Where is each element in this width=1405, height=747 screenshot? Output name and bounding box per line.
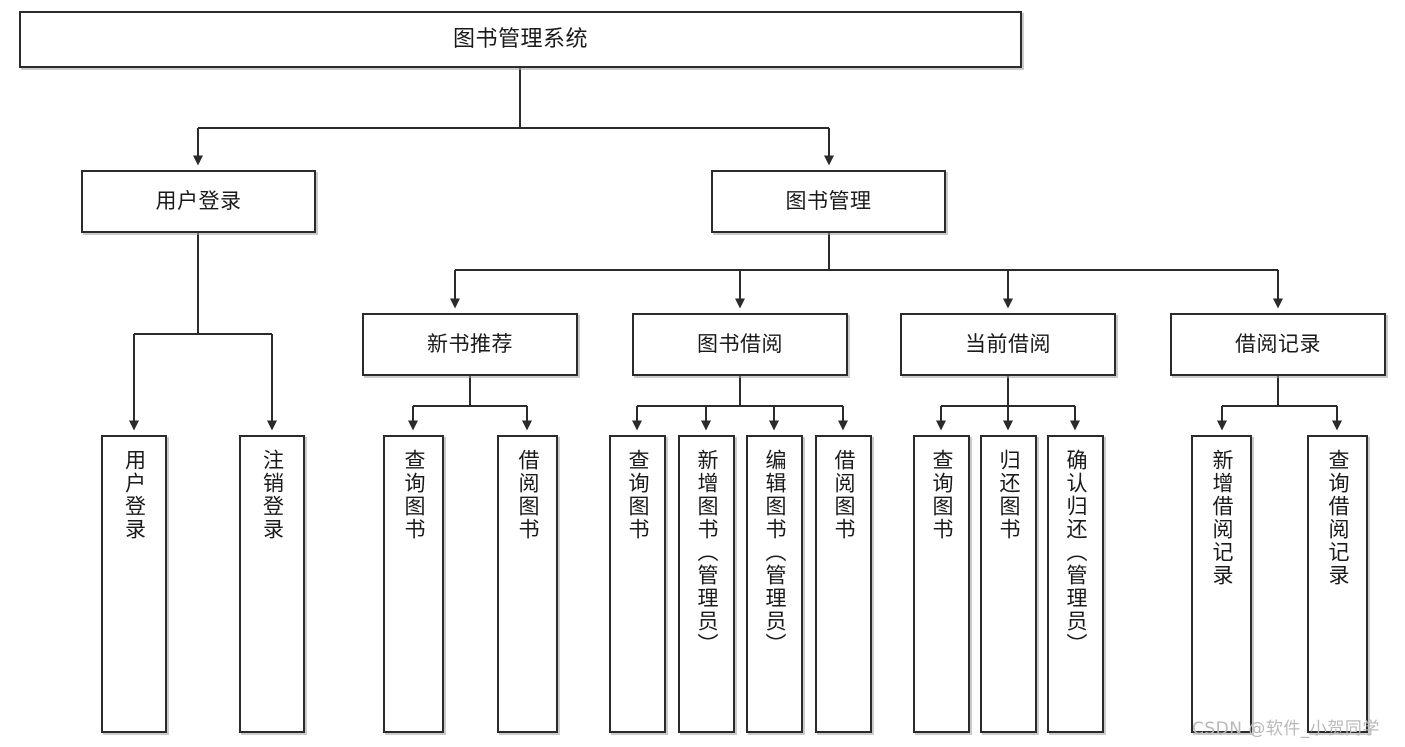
- node-book-borrow[interactable]: 图书借阅: [632, 313, 848, 376]
- node-leaf-add-book-label: 新增图书（管理员）: [695, 449, 719, 656]
- node-leaf-query-book-1-label: 查询图书: [402, 449, 426, 541]
- node-leaf-edit-book-label: 编辑图书（管理员）: [763, 449, 787, 656]
- node-leaf-borrow-book-1[interactable]: 借阅图书: [497, 435, 558, 733]
- node-leaf-edit-book[interactable]: 编辑图书（管理员）: [746, 435, 803, 733]
- node-user-login-label: 用户登录: [155, 189, 242, 214]
- node-leaf-logout-login[interactable]: 注销登录: [239, 435, 305, 733]
- node-leaf-query-book-2[interactable]: 查询图书: [609, 435, 666, 733]
- node-leaf-borrow-book-2-label: 借阅图书: [832, 449, 856, 541]
- node-leaf-logout-login-label: 注销登录: [260, 449, 285, 541]
- node-leaf-add-record-label: 新增借阅记录: [1210, 449, 1234, 587]
- node-borrow-record[interactable]: 借阅记录: [1170, 313, 1386, 376]
- node-book-manage[interactable]: 图书管理: [711, 170, 946, 233]
- node-leaf-confirm-return[interactable]: 确认归还（管理员）: [1047, 435, 1104, 733]
- node-leaf-query-book-3[interactable]: 查询图书: [913, 435, 970, 733]
- node-leaf-return-book[interactable]: 归还图书: [980, 435, 1037, 733]
- node-leaf-user-login-label: 用户登录: [122, 449, 147, 541]
- node-borrow-record-label: 借阅记录: [1235, 332, 1321, 357]
- node-new-book-recommend-label: 新书推荐: [427, 332, 513, 357]
- node-leaf-return-book-label: 归还图书: [997, 449, 1021, 541]
- node-user-login[interactable]: 用户登录: [81, 170, 316, 233]
- node-leaf-query-book-1[interactable]: 查询图书: [383, 435, 444, 733]
- node-root[interactable]: 图书管理系统: [19, 11, 1022, 68]
- node-new-book-recommend[interactable]: 新书推荐: [362, 313, 578, 376]
- node-current-borrow-label: 当前借阅: [965, 332, 1051, 357]
- node-leaf-query-book-2-label: 查询图书: [626, 449, 650, 541]
- node-leaf-query-book-3-label: 查询图书: [930, 449, 954, 541]
- node-book-borrow-label: 图书借阅: [697, 332, 783, 357]
- node-leaf-query-record[interactable]: 查询借阅记录: [1307, 435, 1368, 733]
- node-leaf-add-book[interactable]: 新增图书（管理员）: [678, 435, 735, 733]
- node-leaf-borrow-book-2[interactable]: 借阅图书: [815, 435, 872, 733]
- node-current-borrow[interactable]: 当前借阅: [900, 313, 1116, 376]
- node-book-manage-label: 图书管理: [785, 189, 872, 214]
- node-leaf-user-login[interactable]: 用户登录: [101, 435, 167, 733]
- csdn-watermark: CSDN @软件_小贺同学: [1192, 719, 1380, 739]
- node-leaf-borrow-book-1-label: 借阅图书: [516, 449, 540, 541]
- node-leaf-query-record-label: 查询借阅记录: [1326, 449, 1350, 587]
- node-root-label: 图书管理系统: [452, 26, 588, 52]
- node-leaf-confirm-return-label: 确认归还（管理员）: [1064, 449, 1088, 656]
- node-leaf-add-record[interactable]: 新增借阅记录: [1191, 435, 1252, 733]
